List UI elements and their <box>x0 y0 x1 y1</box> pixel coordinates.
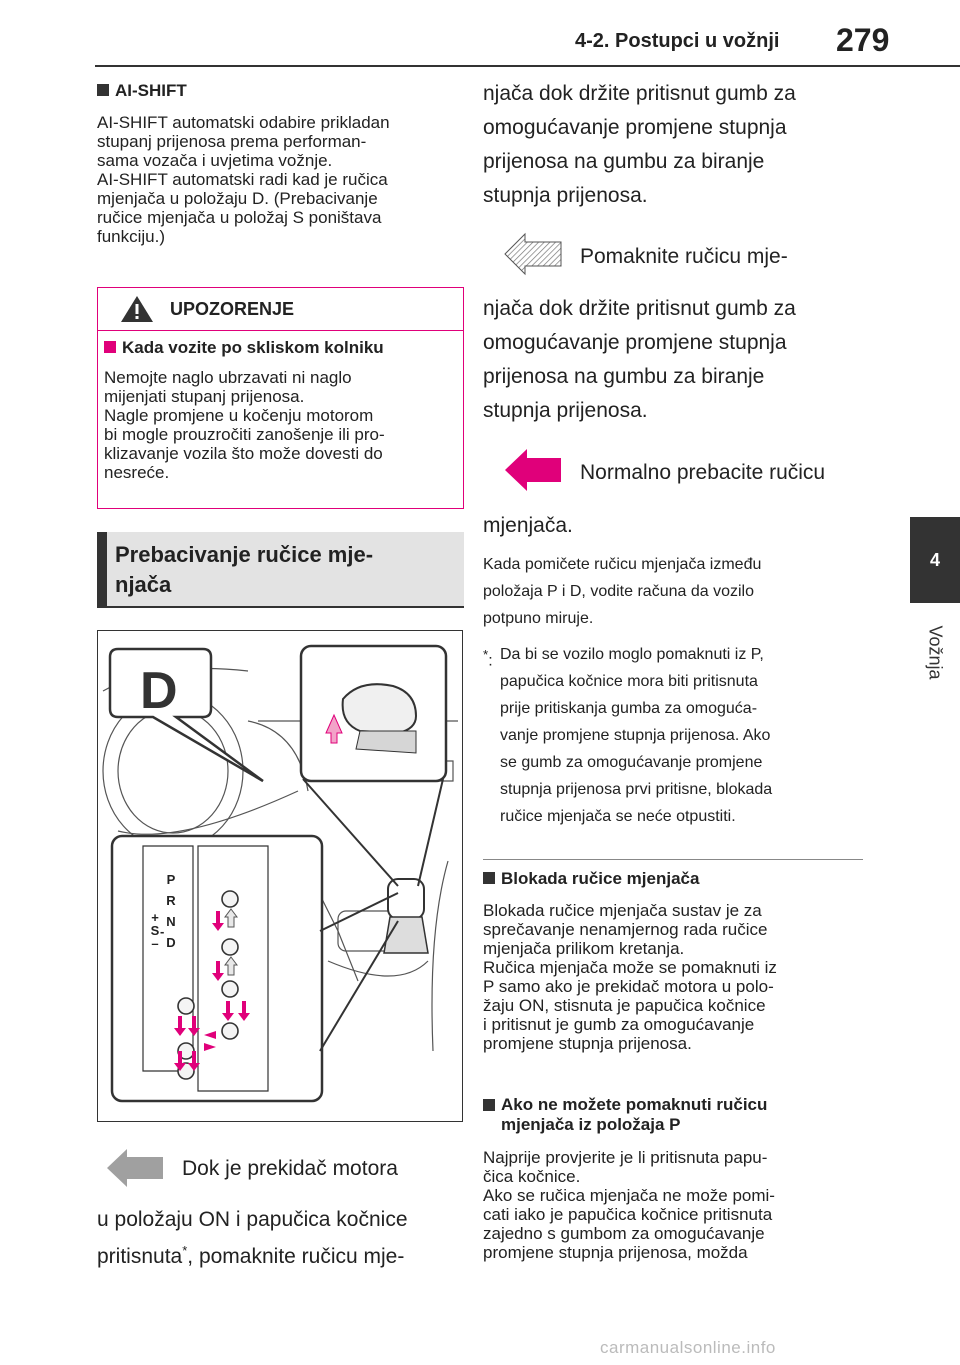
plus-label: + <box>151 910 159 925</box>
footnote-marker: * <box>182 1243 188 1258</box>
gear-callout-letter: D <box>140 662 178 720</box>
gate-r-label: R <box>166 893 176 908</box>
footnote-text: Da bi se vozilo moglo pomaknuti iz P, pa… <box>500 646 773 825</box>
hatched-arrow-icon <box>504 232 562 276</box>
legend-hatched-text: Pomaknite ručicu mje- <box>580 245 788 268</box>
square-bullet-icon <box>97 84 109 96</box>
chapter-label: Vožnja <box>910 612 960 692</box>
page-number: 279 <box>836 22 890 58</box>
lock-heading-text: Blokada ručice mjenjača <box>501 869 700 888</box>
ai-shift-heading: AI-SHIFT <box>97 81 187 101</box>
watermark: carmanualsonline.info <box>600 1338 776 1357</box>
dash-label: - <box>160 924 165 939</box>
section-header: 4-2. Postupci u vožnji <box>575 30 780 52</box>
square-bullet-icon <box>483 1099 495 1111</box>
divider-rule <box>483 859 863 860</box>
section-heading-bar: Prebacivanje ručice mje- njača <box>97 532 464 608</box>
note-p-d: Kada pomičete ručicu mjenjača između pol… <box>483 556 762 627</box>
ai-shift-heading-text: AI-SHIFT <box>115 81 187 100</box>
continuation-rest: , pomaknite ručicu mje- <box>187 1245 405 1268</box>
warning-subheading: Kada vozite po skliskom kolniku <box>104 338 384 358</box>
para-hatched-desc: njača dok držite pritisnut gumb za omogu… <box>483 82 796 207</box>
warning-text: Nemojte naglo ubrzavati ni naglo mijenja… <box>104 368 385 482</box>
warning-title: UPOZORENJE <box>170 299 295 319</box>
warning-subheading-text: Kada vozite po skliskom kolniku <box>122 338 384 357</box>
ai-shift-text: AI-SHIFT automatski odabire prikladan st… <box>97 113 390 246</box>
footnote-marker-right: *: <box>483 641 493 674</box>
continuation-line-1: u položaju ON i papučica kočnice <box>97 1208 408 1231</box>
shift-lever-figure: D P R N D + S – - <box>97 630 463 1122</box>
gray-arrow-icon <box>107 1149 163 1187</box>
console-shift-knob <box>383 878 429 954</box>
cannot-move-heading: Ako ne možete pomaknuti ručicu mjenjača … <box>483 1095 767 1135</box>
footnote-asterisk: * <box>483 647 489 662</box>
continuation-word: pritisnuta <box>97 1245 183 1268</box>
chapter-tab: 4 <box>910 517 960 603</box>
sequential-labels: + S – <box>148 911 162 950</box>
cannot-move-text: Najprije provjerite je li pritisnuta pap… <box>483 1148 775 1262</box>
minus-label: – <box>151 936 159 951</box>
gate-p-label: P <box>166 872 176 887</box>
section-title: Prebacivanje ručice mje- njača <box>115 542 374 597</box>
gate-labels: P R N D <box>164 869 178 953</box>
square-bullet-icon <box>104 341 116 353</box>
lock-text: Blokada ručice mjenjača sustav je za spr… <box>483 901 777 1053</box>
lock-heading: Blokada ručice mjenjača <box>483 869 699 889</box>
square-bullet-icon <box>483 872 495 884</box>
pink-arrow-icon <box>505 449 561 491</box>
chapter-label-text: Vožnja <box>925 624 946 680</box>
legend-gray-text: Dok je prekidač motora <box>182 1157 398 1180</box>
warning-header: UPOZORENJE <box>98 288 463 331</box>
s-label: S <box>150 923 160 938</box>
cannot-move-heading-text: Ako ne možete pomaknuti ručicu mjenjača … <box>501 1095 768 1134</box>
continuation-line-2: pritisnuta*, pomaknite ručicu mje- <box>97 1243 404 1269</box>
gate-d-label: D <box>166 935 176 950</box>
warning-triangle-icon <box>121 296 153 322</box>
gate-n-label: N <box>166 914 176 929</box>
shift-lever-illustration <box>102 644 458 1103</box>
legend-pink-text: Normalno prebacite ručicu <box>580 461 826 484</box>
warning-box: UPOZORENJE Kada vozite po skliskom kolni… <box>97 287 464 509</box>
inset-shift-knob <box>325 683 418 754</box>
para-hatched-cont: njača dok držite pritisnut gumb za omogu… <box>483 297 796 422</box>
footnote-colon: : <box>488 652 493 670</box>
header-divider <box>95 65 960 67</box>
legend-pink-cont: mjenjača. <box>483 514 573 537</box>
